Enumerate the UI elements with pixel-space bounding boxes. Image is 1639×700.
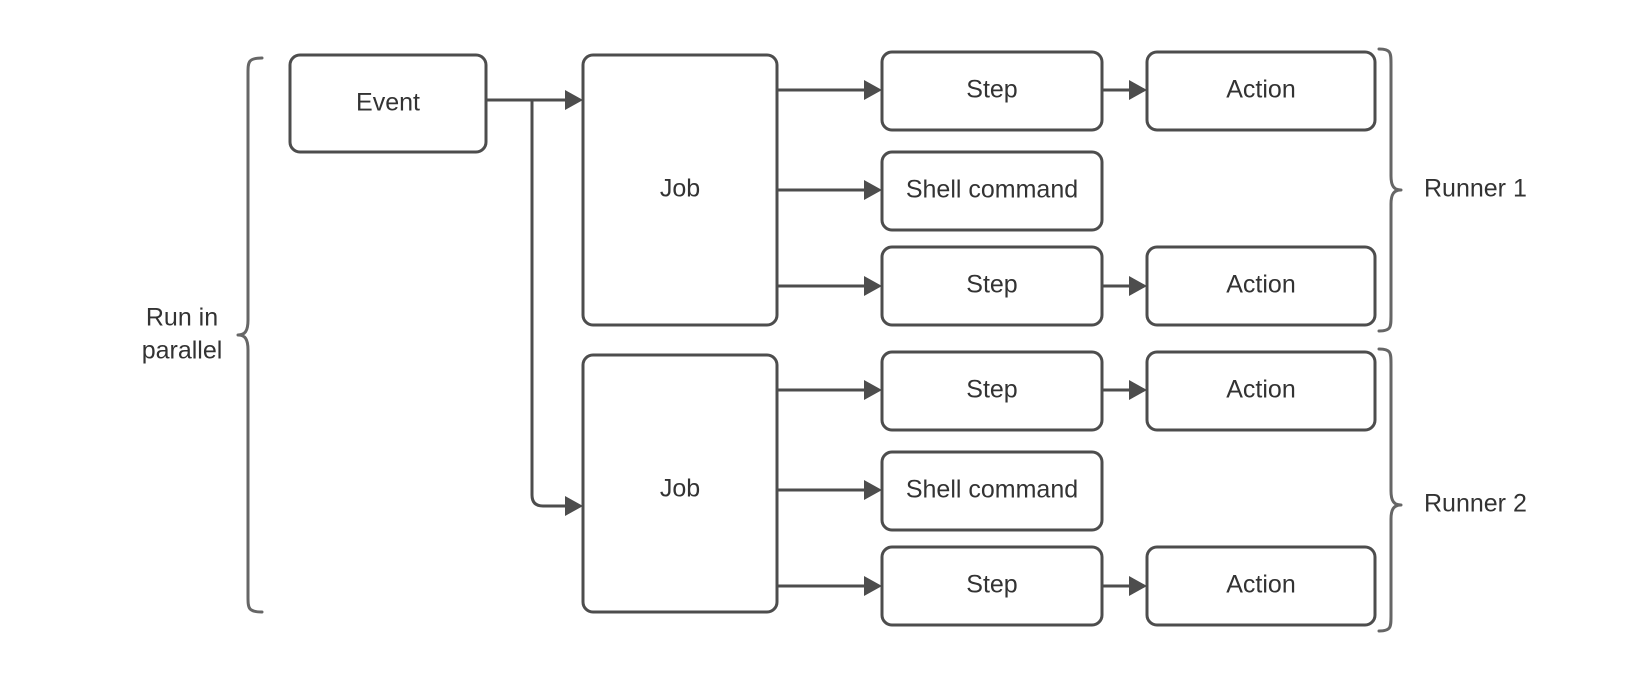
run-in-parallel-label-line2: parallel — [142, 337, 223, 365]
runner-1-action-0-box[interactable] — [1145, 50, 1377, 132]
runner-2-step-0-to-action-arrowhead — [1129, 380, 1147, 400]
runner-1-row-1: Shell command — [880, 150, 1104, 232]
runner-2-group: Job Step Action — [581, 347, 1527, 633]
runner-2-row-2: Step Action — [880, 545, 1377, 627]
runner-2-step-1-box[interactable] — [880, 450, 1104, 532]
runner-1-job-node[interactable]: Job — [581, 53, 779, 327]
runner-1-job-to-steps — [777, 80, 882, 296]
runner-1-row-2: Step Action — [880, 245, 1377, 327]
runner-2-row-1: Shell command — [880, 450, 1104, 532]
runner-1-action-2-label: Action — [1226, 271, 1295, 299]
runner-1-step-2-label: Step — [966, 271, 1017, 299]
runner-1-label: Runner 1 — [1424, 175, 1527, 203]
runner-1-brace-icon — [1377, 47, 1403, 333]
runner-2-job-to-row2-arrowhead — [864, 576, 882, 596]
runner-2-action-2-box[interactable] — [1145, 545, 1377, 627]
runner-1-group: Job Step Action — [581, 47, 1527, 333]
left-brace-icon — [236, 56, 264, 614]
runner-1-job-to-row2-arrowhead — [864, 276, 882, 296]
runner-1-row-0: Step Action — [880, 50, 1377, 132]
runner-2-job-to-row0-arrowhead — [864, 380, 882, 400]
event-node[interactable]: Event — [288, 53, 488, 154]
runner-2-step-2-to-action-arrowhead — [1129, 576, 1147, 596]
runner-1-step-0-to-action-arrowhead — [1129, 80, 1147, 100]
runner-2-action-0-label: Action — [1226, 376, 1295, 404]
runner-1-step-1-box[interactable] — [880, 150, 1104, 232]
run-in-parallel-group: Run in parallel — [142, 56, 264, 614]
event-to-job2-arrowhead — [565, 496, 583, 516]
event-to-job2-line — [530, 100, 565, 508]
event-node-box[interactable] — [288, 53, 488, 154]
runner-1-job-label: Job — [660, 175, 700, 203]
runner-1-action-0-label: Action — [1226, 76, 1295, 104]
runner-1-step-2-to-action-arrowhead — [1129, 276, 1147, 296]
runner-1-job-to-row1-arrowhead — [864, 180, 882, 200]
runner-2-row-0: Step Action — [880, 350, 1377, 432]
runner-2-job-node[interactable]: Job — [581, 353, 779, 614]
event-to-jobs-connector — [486, 90, 583, 516]
event-to-job1-arrowhead — [565, 90, 583, 110]
runner-2-job-box[interactable] — [581, 353, 779, 614]
runner-2-brace-icon — [1377, 347, 1403, 633]
runner-2-action-2-label: Action — [1226, 571, 1295, 599]
runner-1-job-to-row0-arrowhead — [864, 80, 882, 100]
runner-1-step-1-label: Shell command — [906, 176, 1078, 204]
runner-2-job-to-steps — [777, 380, 882, 596]
event-node-label: Event — [356, 89, 420, 117]
runner-2-job-to-row1-arrowhead — [864, 480, 882, 500]
run-in-parallel-label-line1: Run in — [146, 304, 218, 332]
runner-2-label: Runner 2 — [1424, 490, 1527, 518]
runner-2-step-2-label: Step — [966, 571, 1017, 599]
runner-2-action-0-box[interactable] — [1145, 350, 1377, 432]
runner-1-action-2-box[interactable] — [1145, 245, 1377, 327]
runner-2-step-0-label: Step — [966, 376, 1017, 404]
runner-1-step-0-label: Step — [966, 76, 1017, 104]
runner-2-step-1-label: Shell command — [906, 476, 1078, 504]
runner-2-job-label: Job — [660, 475, 700, 503]
